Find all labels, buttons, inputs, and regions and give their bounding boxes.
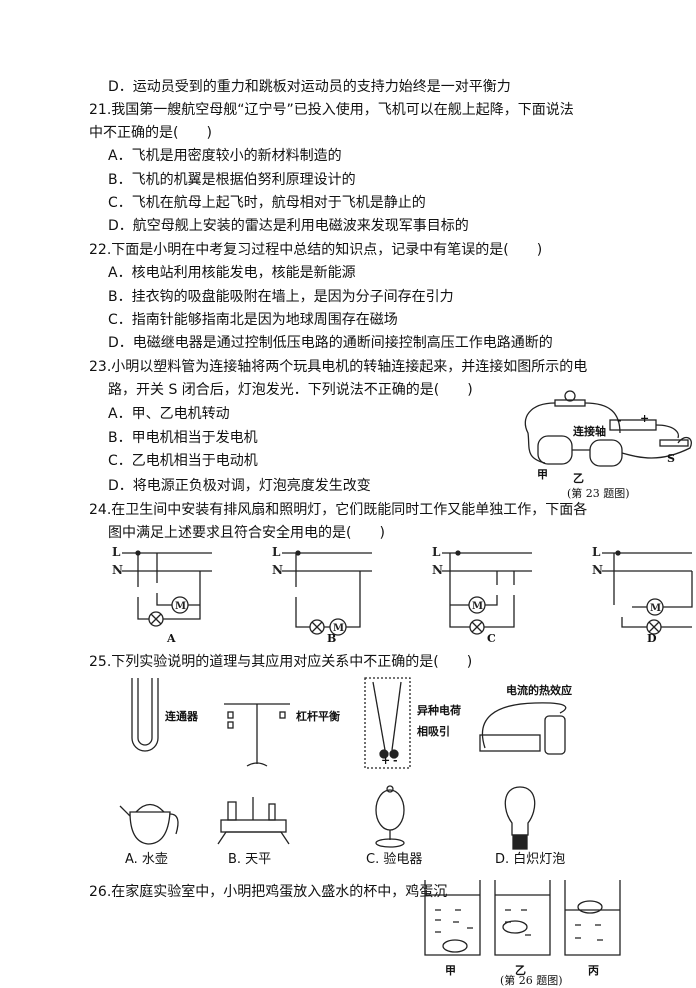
q22-option-d: D．电磁继电器是通过控制低压电路的通断间接控制高压工作电路通断的 bbox=[108, 335, 553, 351]
q24-option-label: C bbox=[487, 632, 496, 645]
q26-stem: 26.在家庭实验室中，小明把鸡蛋放入盛水的杯中，鸡蛋沉 bbox=[89, 884, 448, 900]
app-electroscope-label: C. 验电器 bbox=[366, 852, 423, 867]
q22-option-b: B．挂衣钩的吸盘能吸附在墙上，是因为分子间存在引力 bbox=[108, 289, 454, 305]
q21-option-c: C．飞机在航母上起飞时，航母相对于飞机是静止的 bbox=[108, 195, 426, 211]
exp-heat-effect-label: 电流的热效应 bbox=[506, 684, 572, 697]
svg-text:L: L bbox=[432, 545, 441, 559]
q23-plus-label: + bbox=[640, 412, 650, 425]
q21-stem-cont: 中不正确的是( ) bbox=[89, 125, 212, 141]
q24-circuit-C: LN M bbox=[432, 545, 532, 635]
exp-lever-label: 杠杆平衡 bbox=[296, 710, 340, 723]
exp-charges-label-2: 相吸引 bbox=[417, 725, 450, 738]
q25-electroscope bbox=[375, 785, 405, 848]
q20-option-d: D．运动员受到的重力和跳板对运动员的支持力始终是一对平衡力 bbox=[108, 79, 511, 95]
q25-u-tube bbox=[131, 678, 159, 752]
q23-option-b: B．甲电机相当于发电机 bbox=[108, 430, 258, 446]
q22-option-c: C．指南针能够指南北是因为地球周围存在磁场 bbox=[108, 312, 398, 328]
svg-text:M: M bbox=[175, 601, 186, 612]
q25-lever bbox=[224, 703, 290, 767]
q23-stem-cont: 路，开关 S 闭合后，灯泡发光．下列说法不正确的是( ) bbox=[108, 382, 473, 398]
exp-connected-vessel-label: 连通器 bbox=[165, 710, 198, 723]
cup-bing-label: 丙 bbox=[588, 964, 599, 977]
q23-motor-jia-label: 甲 bbox=[537, 468, 548, 481]
svg-text:N: N bbox=[592, 563, 603, 577]
q24-circuit-A: LN M bbox=[112, 545, 212, 627]
exp-charges-label-1: 异种电荷 bbox=[417, 704, 461, 717]
svg-text:N: N bbox=[112, 563, 123, 577]
cup-yi-label: 乙 bbox=[515, 964, 526, 977]
q23-circuit-figure bbox=[524, 390, 692, 467]
q25-stem: 25.下列实验说明的道理与其应用对应关系中不正确的是( ) bbox=[89, 654, 473, 670]
q24-stem: 24.在卫生间中安装有排风扇和照明灯，它们既能同时工作又能单独工作，下面各 bbox=[89, 502, 588, 518]
q23-option-d: D．将电源正负极对调，灯泡亮度发生改变 bbox=[108, 478, 371, 494]
svg-text:L: L bbox=[592, 545, 601, 559]
svg-text:L: L bbox=[272, 545, 281, 559]
q24-circuit-B: LN M bbox=[272, 545, 372, 636]
svg-text:N: N bbox=[432, 563, 443, 577]
motor-jia-icon bbox=[537, 435, 573, 465]
bulb-icon bbox=[564, 390, 576, 402]
app-bulb-label: D. 白炽灯泡 bbox=[495, 852, 566, 867]
svg-text:M: M bbox=[333, 623, 344, 634]
q26-caption: (第 26 题图) bbox=[500, 974, 563, 987]
svg-text:L: L bbox=[112, 545, 121, 559]
cup-jia-label: 甲 bbox=[445, 964, 456, 977]
svg-text:M: M bbox=[650, 603, 661, 614]
q23-motor-yi-label: 乙 bbox=[573, 472, 584, 485]
q23-axle-label: 连接轴 bbox=[573, 425, 606, 438]
q23-option-a: A．甲、乙电机转动 bbox=[108, 406, 230, 422]
svg-text:N: N bbox=[272, 563, 283, 577]
app-kettle-label: A. 水壶 bbox=[125, 852, 168, 867]
switch-icon bbox=[659, 439, 689, 447]
q23-stem: 23.小明以塑料管为连接轴将两个玩具电机的转轴连接起来，并连接如图所示的电 bbox=[89, 359, 588, 375]
q26-cups-figure bbox=[424, 880, 621, 956]
q23-option-c: C．乙电机相当于电动机 bbox=[108, 453, 258, 469]
q22-stem: 22.下面是小明在中考复习过程中总结的知识点，记录中有笔误的是( ) bbox=[89, 242, 543, 258]
q23-minus-label: - bbox=[617, 414, 622, 427]
q21-stem: 21.我国第一艘航空母舰“辽宁号”已投入使用，飞机可以在舰上起降，下面说法 bbox=[89, 102, 574, 118]
minus-charge-label: - bbox=[393, 754, 398, 767]
q25-bulb bbox=[504, 786, 536, 850]
plus-charge-label: + bbox=[381, 754, 391, 767]
q22-option-a: A．核电站利用核能发电，核能是新能源 bbox=[108, 265, 356, 281]
q23-switch-label: S bbox=[667, 452, 675, 465]
q24-option-label: A bbox=[167, 632, 176, 645]
q21-option-a: A．飞机是用密度较小的新材料制造的 bbox=[108, 148, 342, 164]
q25-heat-apparatus bbox=[479, 702, 567, 755]
q25-charges bbox=[364, 677, 411, 769]
q23-caption: (第 23 题图) bbox=[567, 487, 630, 500]
q25-balance bbox=[217, 797, 290, 845]
q21-option-d: D．航空母舰上安装的雷达是利用电磁波来发现军事目标的 bbox=[108, 218, 469, 234]
q25-kettle bbox=[119, 803, 179, 845]
motor-yi-icon bbox=[589, 439, 623, 467]
q24-option-label: D bbox=[647, 632, 657, 645]
app-balance-label: B. 天平 bbox=[228, 852, 272, 867]
q21-option-b: B．飞机的机翼是根据伯努利原理设计的 bbox=[108, 172, 356, 188]
q24-circuit-D: LN M bbox=[592, 545, 693, 635]
q24-option-label: B bbox=[327, 632, 337, 645]
q24-stem-cont: 图中满足上述要求且符合安全用电的是( ) bbox=[108, 525, 385, 541]
svg-text:M: M bbox=[472, 601, 483, 612]
